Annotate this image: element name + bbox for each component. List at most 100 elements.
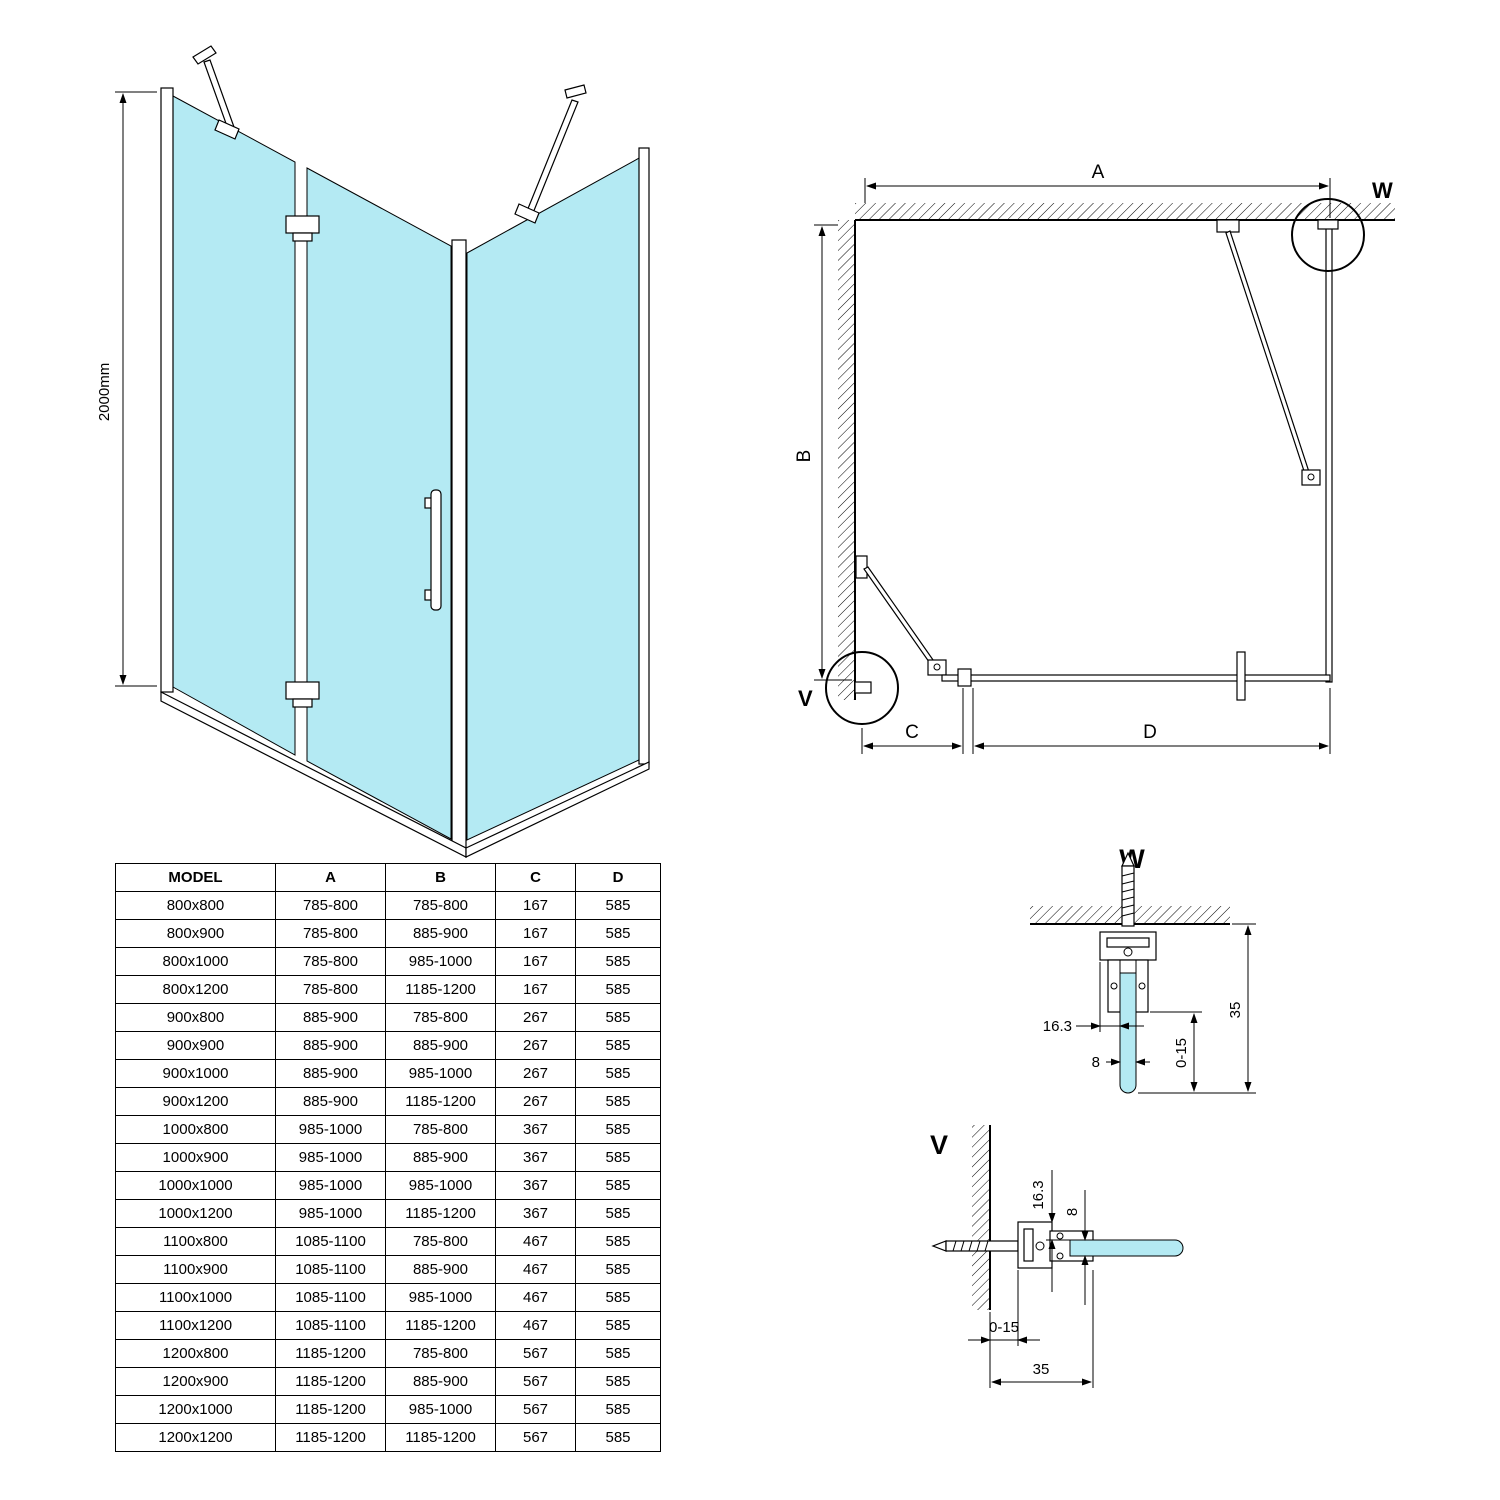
table-cell: 467 [495, 1283, 576, 1312]
glass-pane-v [1069, 1239, 1184, 1257]
table-cell: 1100x800 [115, 1227, 276, 1256]
table-cell: 585 [575, 947, 661, 976]
table-cell: 885-900 [275, 1087, 386, 1116]
table-cell: 1185-1200 [385, 1087, 496, 1116]
table-cell: 785-800 [385, 1227, 496, 1256]
table-cell: 985-1000 [275, 1171, 386, 1200]
table-cell: 1185-1200 [275, 1339, 386, 1368]
table-cell: 885-900 [385, 919, 496, 948]
table-cell: 985-1000 [385, 1283, 496, 1312]
table-cell: 1185-1200 [385, 1423, 496, 1452]
table-cell: 1085-1100 [275, 1311, 386, 1340]
table-cell: 900x800 [115, 1003, 276, 1032]
table-cell: 1200x900 [115, 1367, 276, 1396]
dim-depth-v: 35 [989, 1270, 1094, 1388]
table-cell: 1000x900 [115, 1143, 276, 1172]
table-cell: 585 [575, 1339, 661, 1368]
fixed-panel-glass [172, 95, 296, 756]
table-cell: 1000x800 [115, 1115, 276, 1144]
dim-offset-v: 16.3 [1030, 1170, 1070, 1292]
detail-v: V 16.3 [930, 1125, 1184, 1388]
table-cell: 167 [495, 891, 576, 920]
dim-adjust-w-label: 0-15 [1173, 1038, 1190, 1068]
table-cell: 885-900 [275, 1003, 386, 1032]
table-cell: 800x1000 [115, 947, 276, 976]
dim-adjust-v: 0-15 [968, 1270, 1040, 1346]
corner-profile [451, 239, 467, 849]
table-cell: 567 [495, 1423, 576, 1452]
table-cell: 167 [495, 975, 576, 1004]
table-cell: 1085-1100 [275, 1283, 386, 1312]
anchor-rod-icon-w [1121, 851, 1135, 927]
mounting-profile-w [1099, 931, 1157, 961]
detail-v-circle [825, 651, 899, 725]
table-cell: 800x800 [115, 891, 276, 920]
table-cell: 585 [575, 1255, 661, 1284]
table-cell: 585 [575, 1059, 661, 1088]
table-cell: 1100x900 [115, 1255, 276, 1284]
dim-offset-v-label: 16.3 [1030, 1180, 1047, 1209]
table-cell: 585 [575, 1199, 661, 1228]
dim-b: B [794, 224, 852, 681]
table-cell: 985-1000 [385, 1059, 496, 1088]
edge-profile [638, 147, 650, 765]
anchor-rod-icon-v [931, 1240, 1019, 1252]
table-cell: 585 [575, 1087, 661, 1116]
table-cell: 785-800 [275, 975, 386, 1004]
table-cell: 585 [575, 1395, 661, 1424]
table-cell: 1085-1100 [275, 1255, 386, 1284]
table-cell: 985-1000 [385, 1171, 496, 1200]
table-cell: 585 [575, 891, 661, 920]
isometric-view: 2000mm [96, 45, 650, 858]
table-cell: 785-800 [275, 919, 386, 948]
table-cell: 585 [575, 1367, 661, 1396]
dim-d-label: D [1143, 722, 1157, 743]
table-cell: 567 [495, 1339, 576, 1368]
table-header-cell: B [385, 863, 496, 892]
table-cell: 1000x1200 [115, 1199, 276, 1228]
table-cell: 885-900 [275, 1031, 386, 1060]
table-cell: 585 [575, 1311, 661, 1340]
table-cell: 1185-1200 [385, 1199, 496, 1228]
door-handle [424, 489, 442, 611]
table-cell: 1085-1100 [275, 1227, 386, 1256]
table-header-cell: MODEL [115, 863, 276, 892]
support-strut-right [514, 84, 587, 224]
dim-offset-w-label: 16.3 [1043, 1018, 1072, 1035]
table-cell: 585 [575, 1227, 661, 1256]
dim-glass-w-label: 8 [1092, 1054, 1100, 1071]
table-cell: 985-1000 [275, 1199, 386, 1228]
table-cell: 1185-1200 [275, 1423, 386, 1452]
detail-w: W [1030, 844, 1256, 1094]
table-header-cell: C [495, 863, 576, 892]
dim-c: C [861, 688, 964, 754]
table-cell: 900x1200 [115, 1087, 276, 1116]
table-cell: 267 [495, 1003, 576, 1032]
dim-glass-w: 8 [1092, 1054, 1150, 1071]
support-strut-left [192, 45, 240, 140]
table-cell: 585 [575, 1003, 661, 1032]
detail-w-marker-label: W [1372, 178, 1393, 203]
table-cell: 1000x1000 [115, 1171, 276, 1200]
dim-glass-v-label: 8 [1064, 1208, 1081, 1216]
wall-profile [160, 87, 174, 693]
table-cell: 467 [495, 1227, 576, 1256]
front-panel-plan [941, 674, 1331, 682]
wall-hatch-v [972, 1125, 991, 1310]
table-cell: 567 [495, 1395, 576, 1424]
mounting-profile-v [1017, 1221, 1053, 1269]
hinge-bottom-icon [285, 681, 320, 708]
dim-glass-v: 8 [1064, 1190, 1089, 1305]
detail-v-title: V [930, 1130, 948, 1160]
dim-offset-w: 16.3 [1043, 962, 1144, 1035]
table-cell: 785-800 [385, 891, 496, 920]
